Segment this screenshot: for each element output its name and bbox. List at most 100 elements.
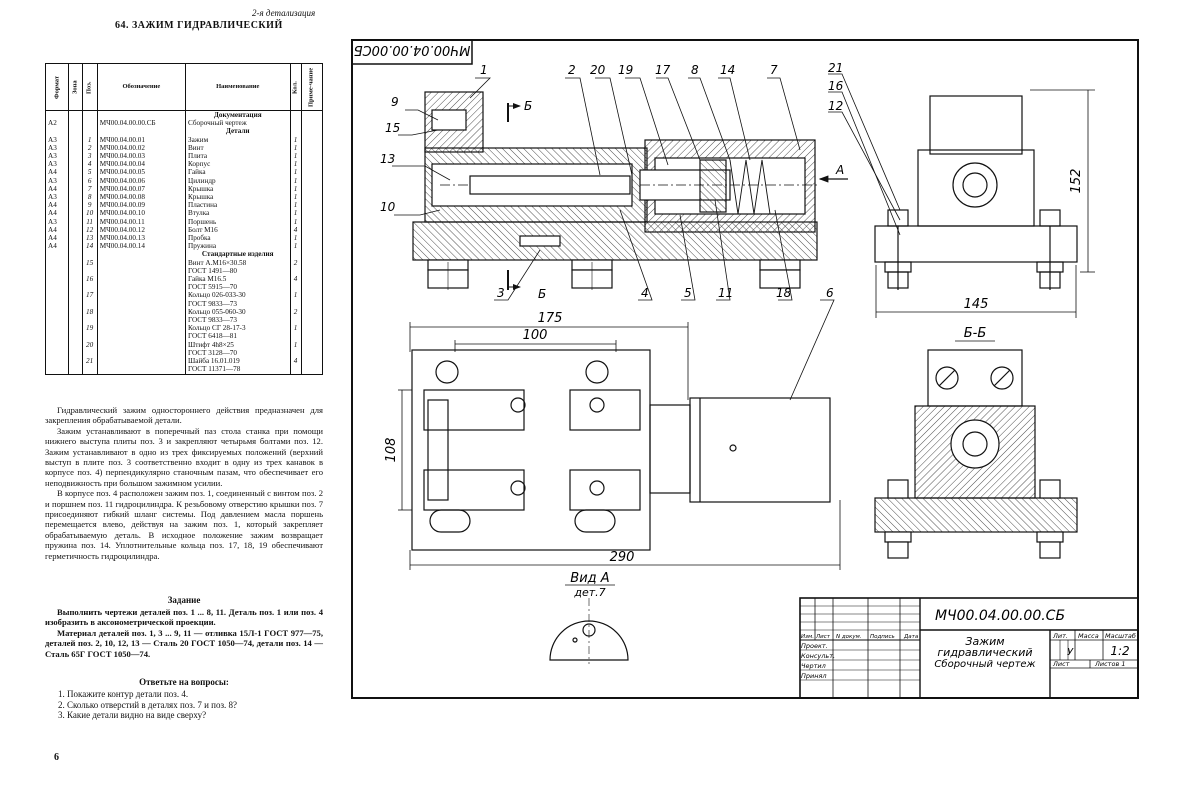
table-row: Стандартные изделия xyxy=(44,250,324,259)
cell-pos: 7 xyxy=(81,184,98,194)
tb-massa: Масса xyxy=(1078,632,1099,640)
dim-108: 108 xyxy=(384,438,399,463)
cell-code xyxy=(96,258,187,267)
cell-note xyxy=(300,266,324,276)
pos-label-1: 1 xyxy=(480,63,488,77)
questions-list: 1. Покажите контур детали поз. 4. 2. Ско… xyxy=(58,689,323,721)
cell-pos xyxy=(81,316,98,325)
question-1: 1. Покажите контур детали поз. 4. xyxy=(58,689,189,699)
tb-col-ndokum: N докум. xyxy=(836,634,862,640)
pos-label-16: 16 xyxy=(828,79,844,93)
tb-row-chertil: Чертил xyxy=(801,662,826,670)
cell-code xyxy=(96,307,187,317)
view-a-sublabel: дет.7 xyxy=(573,586,605,599)
question-2: 2. Сколько отверстий в деталях поз. 7 и … xyxy=(58,699,238,710)
tb-col-podpis: Подпись xyxy=(870,634,895,640)
cell-code: МЧ00.04.00.07 xyxy=(96,184,187,194)
section-note: 2-я детализация xyxy=(252,8,316,18)
pos-label-15: 15 xyxy=(385,121,400,135)
tb-col-data: Дата xyxy=(903,634,919,640)
tb-sheets: Листов 1 xyxy=(1094,660,1125,668)
cell-pos: 19 xyxy=(81,324,98,333)
pos-label-14: 14 xyxy=(720,63,735,77)
table-row: ГОСТ 6418—81 xyxy=(44,332,324,341)
pos-label-18: 18 xyxy=(776,286,792,300)
tb-sheet: Лист xyxy=(1052,660,1070,668)
cell-note xyxy=(300,316,324,325)
col-code: Обозначение xyxy=(96,63,187,111)
cell-note xyxy=(300,357,324,366)
cell-pos: 1 xyxy=(81,135,98,144)
table-row: ГОСТ 11371—78 xyxy=(44,365,324,375)
cell-note xyxy=(300,176,324,185)
col-name: Наименование xyxy=(185,63,291,111)
sheet-frame xyxy=(351,39,1139,699)
tb-row-proekt: Проект. xyxy=(801,642,828,650)
cell-pos: 12 xyxy=(81,225,98,235)
pos-label-21: 21 xyxy=(828,61,843,75)
pos-label-20: 20 xyxy=(590,63,606,77)
section-view-label: Б-Б xyxy=(964,326,987,341)
task-p2: Материал деталей поз. 1, 3 ... 9, 11 — о… xyxy=(45,627,323,659)
page-number: 6 xyxy=(54,752,59,763)
title-block xyxy=(799,597,1139,699)
stamp-box xyxy=(351,39,473,65)
cell-pos xyxy=(81,250,98,259)
pos-label-11: 11 xyxy=(718,286,733,300)
cell-pos: 18 xyxy=(81,307,98,317)
cell-pos xyxy=(81,348,98,358)
description-p1: Гидравлический зажим одностороннего дейс… xyxy=(45,405,323,426)
cell-note xyxy=(300,201,324,210)
cell-code: МЧ00.04.00.10 xyxy=(96,209,187,218)
tb-lit-value: У xyxy=(1067,647,1074,658)
front-section-view xyxy=(412,91,820,290)
cell-note xyxy=(300,250,324,259)
table-row: ГОСТ 9833—73 xyxy=(44,299,324,308)
cell-code xyxy=(96,291,187,300)
pos-label-10: 10 xyxy=(380,200,396,214)
cell-code xyxy=(96,283,187,292)
tb-name-2: гидравлический xyxy=(937,646,1032,659)
table-row: Детали xyxy=(44,127,324,136)
cell-code xyxy=(96,357,187,366)
dim-145: 145 xyxy=(964,297,989,312)
cell-note xyxy=(300,291,324,300)
pos-label-3: 3 xyxy=(497,286,505,300)
cell-code: МЧ00.04.00.11 xyxy=(96,217,187,226)
cell-code: МЧ00.04.00.04 xyxy=(96,160,187,169)
pos-label-17: 17 xyxy=(655,63,671,77)
cell-note xyxy=(300,135,324,144)
dim-lines-top xyxy=(398,322,841,570)
cell-code xyxy=(96,299,187,308)
dim-145-line xyxy=(875,265,1077,318)
cell-code xyxy=(96,348,187,358)
cell-code xyxy=(96,110,187,120)
tb-scale-value: 1:2 xyxy=(1110,644,1129,658)
cell-note xyxy=(300,234,324,243)
cell-code xyxy=(96,332,187,341)
cell-note xyxy=(300,307,324,317)
cell-note xyxy=(300,225,324,235)
cell-pos: 13 xyxy=(81,234,98,243)
cell-pos xyxy=(81,110,98,120)
cell-note xyxy=(300,160,324,169)
description-p3: В корпусе поз. 4 расположен зажим поз. 1… xyxy=(45,488,323,561)
view-arrow-letter: А xyxy=(835,163,844,177)
pos-label-19: 19 xyxy=(618,63,633,77)
cell-note xyxy=(300,110,324,120)
pos-label-5: 5 xyxy=(684,286,692,300)
pos-label-12: 12 xyxy=(828,99,843,113)
pos-label-9: 9 xyxy=(391,95,399,109)
section-marker-top xyxy=(507,103,521,122)
tb-name-3: Сборочный чертеж xyxy=(934,658,1035,670)
